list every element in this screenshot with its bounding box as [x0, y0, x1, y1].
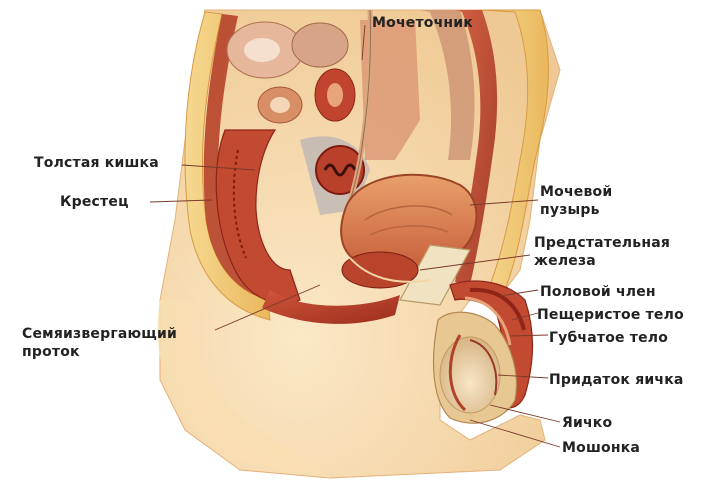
label-bladder-line2: пузырь: [540, 201, 612, 219]
label-sacrum: Крестец: [60, 193, 129, 211]
label-scrotum: Мошонка: [562, 439, 640, 457]
label-bladder-line1: Мочевой: [540, 183, 612, 201]
label-testis: Яичко: [562, 414, 612, 432]
label-ejaculatory-duct: Семяизвергающий проток: [22, 325, 177, 361]
label-corpus-spongiosum: Губчатое тело: [549, 329, 668, 347]
label-ureter: Мочеточник: [372, 14, 473, 32]
label-penis: Половой член: [540, 283, 656, 301]
label-prostate-line2: железа: [534, 252, 670, 270]
label-colon: Толстая кишка: [34, 154, 159, 172]
label-ejaculatory-duct-line1: Семяизвергающий: [22, 325, 177, 343]
label-ejaculatory-duct-line2: проток: [22, 343, 177, 361]
label-epididymis: Придаток яичка: [549, 371, 684, 389]
label-prostate-line1: Предстательная: [534, 234, 670, 252]
label-bladder: Мочевой пузырь: [540, 183, 612, 219]
label-prostate: Предстательная железа: [534, 234, 670, 270]
label-corpus-cavernosum: Пещеристое тело: [537, 306, 684, 324]
